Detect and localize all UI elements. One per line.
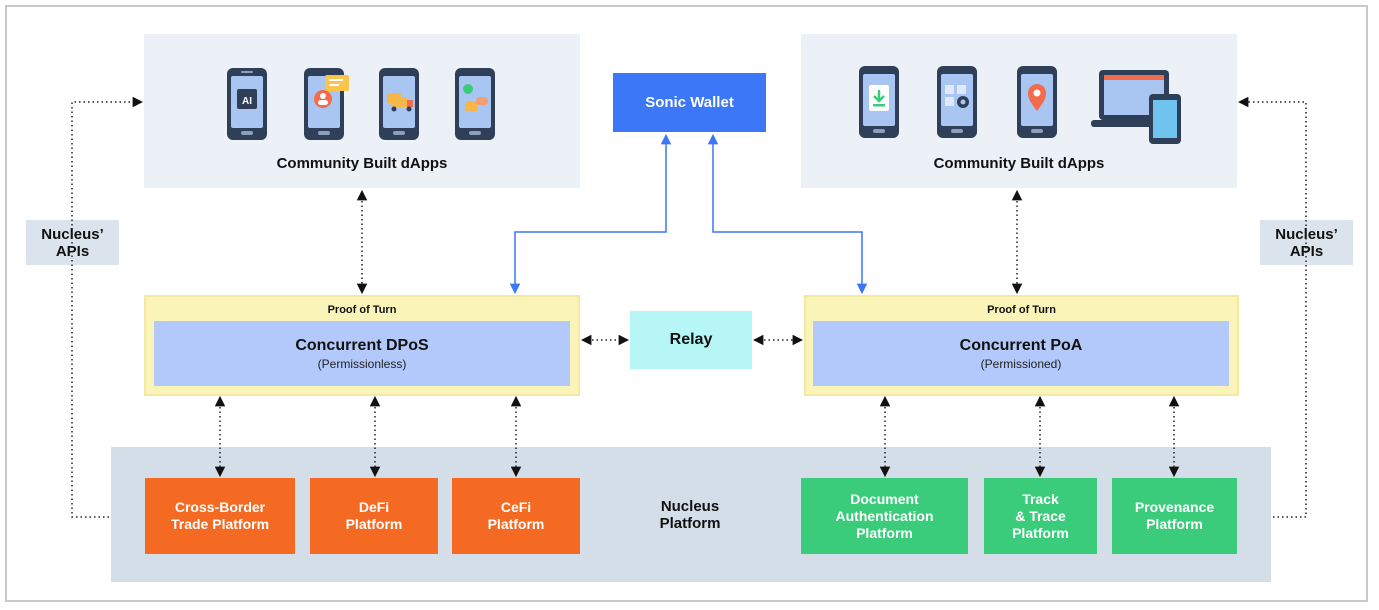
relay-box: Relay xyxy=(630,311,752,369)
defi-platform: DeFi Platform xyxy=(310,478,438,554)
location-pin-phone-icon xyxy=(1016,65,1058,139)
cefi-line2: Platform xyxy=(487,516,545,532)
track-trace-line2: & Trace xyxy=(1015,507,1066,524)
nucleus-label-line1: Nucleus xyxy=(660,498,720,515)
proof-of-turn-left-label: Proof of Turn xyxy=(327,304,397,316)
connector-wallet-poa xyxy=(707,133,868,295)
user-chat-phone-icon xyxy=(303,67,351,141)
apis-right-line2: APIs xyxy=(1289,242,1324,260)
cefi-line1: CeFi xyxy=(500,499,532,515)
dapps-title-left: Community Built dApps xyxy=(276,155,448,172)
connector-wallet-dpos xyxy=(509,133,672,295)
cross-border-line1: Cross-Border xyxy=(174,499,266,515)
dapps-box-left: AI xyxy=(144,34,580,188)
doc-auth-line2: Authentication xyxy=(835,507,934,524)
concurrent-poa-title: Concurrent PoA xyxy=(959,336,1083,354)
laptop-tablet-icon xyxy=(1091,68,1183,146)
dapps-title-right: Community Built dApps xyxy=(933,155,1105,172)
concurrent-dpos-box: Concurrent DPoS (Permissionless) xyxy=(154,321,570,386)
track-trace-platform: Track & Trace Platform xyxy=(984,478,1097,554)
settings-grid-phone-icon xyxy=(936,65,978,139)
svg-text:AI: AI xyxy=(242,96,252,107)
concurrent-dpos-title: Concurrent DPoS xyxy=(295,336,429,354)
nucleus-label-line2: Platform xyxy=(659,515,721,532)
track-trace-line3: Platform xyxy=(1012,524,1069,541)
concurrent-poa-box: Concurrent PoA (Permissioned) xyxy=(813,321,1229,386)
provenance-line1: Provenance xyxy=(1134,499,1215,515)
download-document-phone-icon xyxy=(858,65,900,139)
cefi-platform: CeFi Platform xyxy=(452,478,580,554)
track-trace-line1: Track xyxy=(1022,490,1059,507)
document-authentication-platform: Document Authentication Platform xyxy=(801,478,968,554)
cross-border-line2: Trade Platform xyxy=(170,516,270,532)
sonic-wallet-box[interactable]: Sonic Wallet xyxy=(613,73,766,132)
nucleus-platform-label: Nucleus Platform xyxy=(620,495,760,535)
proof-of-turn-right-label: Proof of Turn xyxy=(987,304,1056,316)
proof-of-turn-left: Proof of Turn Concurrent DPoS (Permissio… xyxy=(144,295,580,396)
doc-auth-line3: Platform xyxy=(856,524,913,541)
payment-phone-icon xyxy=(454,67,496,141)
ai-chip-phone-icon: AI xyxy=(226,67,268,141)
defi-line2: Platform xyxy=(345,516,403,532)
dapps-box-right: Community Built dApps xyxy=(801,34,1237,188)
connector-apis-left xyxy=(71,96,144,518)
concurrent-dpos-subtitle: (Permissionless) xyxy=(317,356,407,371)
provenance-line2: Platform xyxy=(1146,516,1203,532)
delivery-truck-phone-icon xyxy=(378,67,420,141)
provenance-platform: Provenance Platform xyxy=(1112,478,1237,554)
doc-auth-line1: Document xyxy=(850,490,919,507)
cross-border-platform: Cross-Border Trade Platform xyxy=(145,478,295,554)
connector-apis-right xyxy=(1237,96,1307,518)
defi-line1: DeFi xyxy=(358,499,390,515)
proof-of-turn-right: Proof of Turn Concurrent PoA (Permission… xyxy=(804,295,1239,396)
concurrent-poa-subtitle: (Permissioned) xyxy=(980,356,1062,371)
